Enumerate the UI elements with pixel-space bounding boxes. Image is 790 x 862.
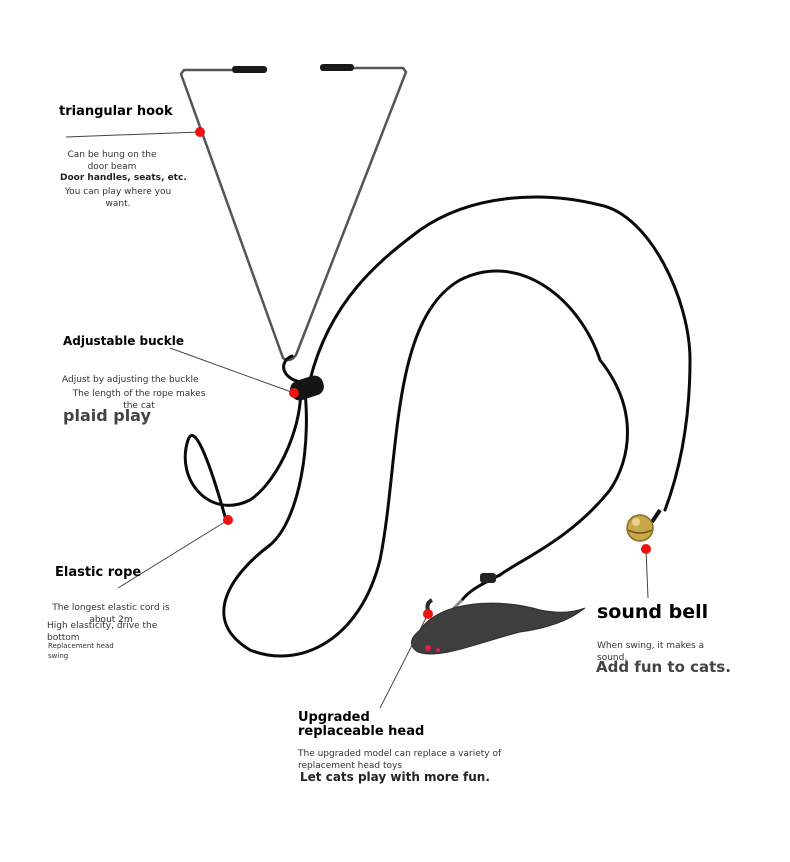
buckle-desc-1: Adjust by adjusting the buckle: [62, 375, 199, 385]
buckle-title: Adjustable buckle: [63, 334, 185, 348]
hook-title: triangular hook: [59, 104, 173, 119]
hook-desc-2: Door handles, seats, etc.: [60, 173, 187, 183]
rope-title: Elastic rope: [55, 565, 142, 580]
elastic-rope: [183, 195, 692, 658]
hook-desc-1: Can be hung on the door beam: [67, 150, 157, 172]
adjustable-buckle: [290, 375, 324, 401]
marker-buckle: [289, 388, 299, 398]
buckle-desc-3: plaid play: [63, 406, 151, 425]
marker-head: [423, 609, 433, 619]
marker-bell: [641, 544, 651, 554]
head-title: Upgraded replaceable head: [298, 710, 425, 739]
bell-title: sound bell: [597, 601, 709, 623]
rope-desc-2: High elasticity, drive the bottom: [47, 621, 158, 643]
markers: [195, 127, 651, 619]
rope-desc-3: Replacement head swing: [48, 642, 114, 660]
triangular-hook: [179, 64, 408, 362]
buckle-desc-2: The length of the rope makes the cat: [72, 389, 206, 411]
bell-desc-2: Add fun to cats.: [596, 658, 731, 676]
head-desc-1: The upgraded model can replace a variety…: [298, 749, 502, 771]
replaceable-head: [411, 573, 586, 655]
leader-lines: [65, 131, 649, 709]
sound-bell: [626, 508, 662, 542]
head-desc-2: Let cats play with more fun.: [300, 770, 490, 784]
bell-desc-1: When swing, it makes a sound.: [597, 641, 705, 663]
marker-rope: [223, 515, 233, 525]
marker-hook: [195, 127, 205, 137]
hook-desc-3: You can play where you want.: [64, 187, 172, 209]
rope-desc-1: The longest elastic cord is about 2m: [52, 603, 170, 625]
